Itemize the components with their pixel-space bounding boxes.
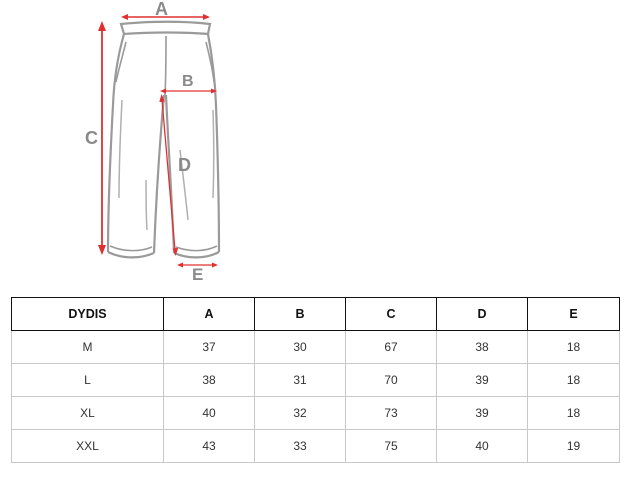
- cell-a: 38: [163, 363, 255, 397]
- header-d: D: [436, 297, 528, 331]
- label-c: C: [85, 128, 98, 148]
- table-row: XXL 43 33 75 40 19: [11, 429, 620, 463]
- cell-size: XL: [11, 396, 164, 430]
- size-chart-table: DYDIS A B C D E M 37 30 67 38 18 L 38 31…: [11, 297, 620, 463]
- label-a: A: [155, 0, 168, 19]
- table-row: XL 40 32 73 39 18: [11, 396, 620, 430]
- cell-d: 38: [436, 330, 528, 364]
- label-b: B: [182, 73, 194, 90]
- table-header-row: DYDIS A B C D E: [11, 297, 620, 331]
- cell-c: 75: [345, 429, 437, 463]
- pants-measurement-diagram: A B C D E: [85, 0, 221, 284]
- header-size: DYDIS: [11, 297, 164, 331]
- cell-e: 18: [527, 396, 620, 430]
- cell-b: 32: [254, 396, 346, 430]
- cell-size: L: [11, 363, 164, 397]
- label-d: D: [178, 155, 191, 175]
- table-row: L 38 31 70 39 18: [11, 363, 620, 397]
- label-e: E: [192, 265, 204, 284]
- cell-b: 33: [254, 429, 346, 463]
- cell-c: 67: [345, 330, 437, 364]
- cell-e: 18: [527, 330, 620, 364]
- cell-size: M: [11, 330, 164, 364]
- header-a: A: [163, 297, 255, 331]
- header-b: B: [254, 297, 346, 331]
- header-e: E: [527, 297, 620, 331]
- pants-outline-drawing: [98, 14, 221, 268]
- cell-b: 31: [254, 363, 346, 397]
- cell-e: 18: [527, 363, 620, 397]
- cell-c: 73: [345, 396, 437, 430]
- cell-d: 40: [436, 429, 528, 463]
- cell-size: XXL: [11, 429, 164, 463]
- cell-a: 40: [163, 396, 255, 430]
- header-c: C: [345, 297, 437, 331]
- cell-b: 30: [254, 330, 346, 364]
- cell-d: 39: [436, 396, 528, 430]
- cell-a: 43: [163, 429, 255, 463]
- table-row: M 37 30 67 38 18: [11, 330, 620, 364]
- cell-a: 37: [163, 330, 255, 364]
- cell-c: 70: [345, 363, 437, 397]
- cell-d: 39: [436, 363, 528, 397]
- cell-e: 19: [527, 429, 620, 463]
